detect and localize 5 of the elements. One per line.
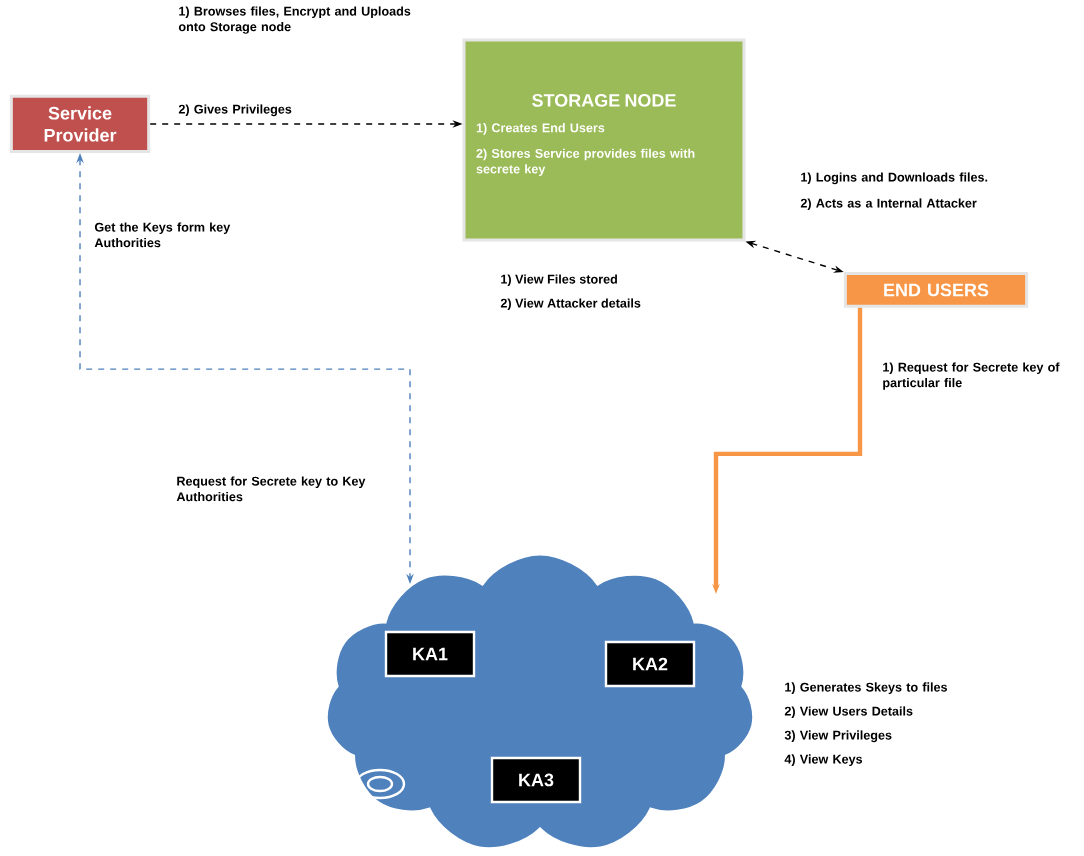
key-authority-box: KA3 [490, 756, 582, 804]
process-box: END USERS [843, 272, 1029, 308]
key-authority-box: KA2 [604, 640, 696, 688]
key-authority-box: KA1 [384, 630, 476, 678]
process-box: Service Provider [9, 94, 151, 154]
